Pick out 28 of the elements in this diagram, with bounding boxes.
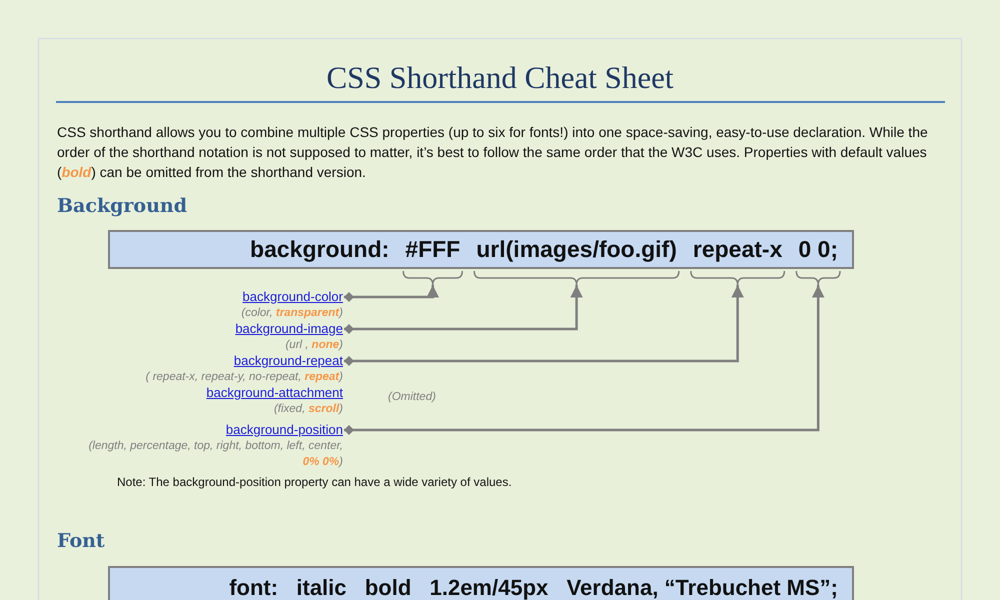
property-values: ( repeat-x, repeat-y, no-repeat, repeat) — [144, 370, 343, 385]
omitted-note: (Omitted) — [388, 390, 436, 405]
property-values: (fixed, scroll) — [272, 402, 343, 417]
property-values: (url , none) — [284, 338, 343, 353]
code-value: #FFF — [405, 236, 460, 263]
connector-arrow — [344, 285, 583, 334]
connector-arrow — [344, 285, 744, 366]
section-heading: Background — [57, 195, 187, 217]
code-bar — [108, 566, 854, 600]
code-text: font: italic bold 1.2em/45px Verdana, “Trebuchet MS”; — [229, 575, 838, 600]
intro-paragraph: CSS shorthand allows you to combine multiple CSS properties (up to six for fonts!) into one space-saving, easy-to-use declaration. While the order of the shorthand notation is not supposed to matter, it’s best to follow the same order that the W3C uses. Properties with default values (bold) can be omitted from the shorthand version. — [57, 123, 929, 182]
code-bar — [108, 230, 854, 269]
property-link: background-color — [242, 289, 343, 305]
property-link: background-attachment — [205, 385, 343, 401]
property-link: background-repeat — [232, 353, 343, 369]
title: CSS Shorthand Cheat Sheet — [326, 60, 674, 96]
code-value: repeat-x — [692, 236, 782, 263]
code-value: url(images/foo.gif) — [476, 236, 677, 263]
property-link: background-position — [224, 422, 343, 438]
section-heading: Font — [57, 530, 105, 552]
code-text: background: — [250, 236, 390, 263]
connector-arrow — [344, 285, 440, 302]
property-values: (color, transparent) — [240, 306, 343, 321]
property-values: (length, percentage, top, right, bottom, left, center, 0% 0%) — [88, 439, 343, 470]
note-text: Note: The background-position property can have a wide variety of values. — [117, 474, 513, 490]
connector-arrow — [344, 285, 824, 435]
property-link: background-image — [234, 321, 343, 337]
code-value: 0 0; — [798, 236, 838, 263]
